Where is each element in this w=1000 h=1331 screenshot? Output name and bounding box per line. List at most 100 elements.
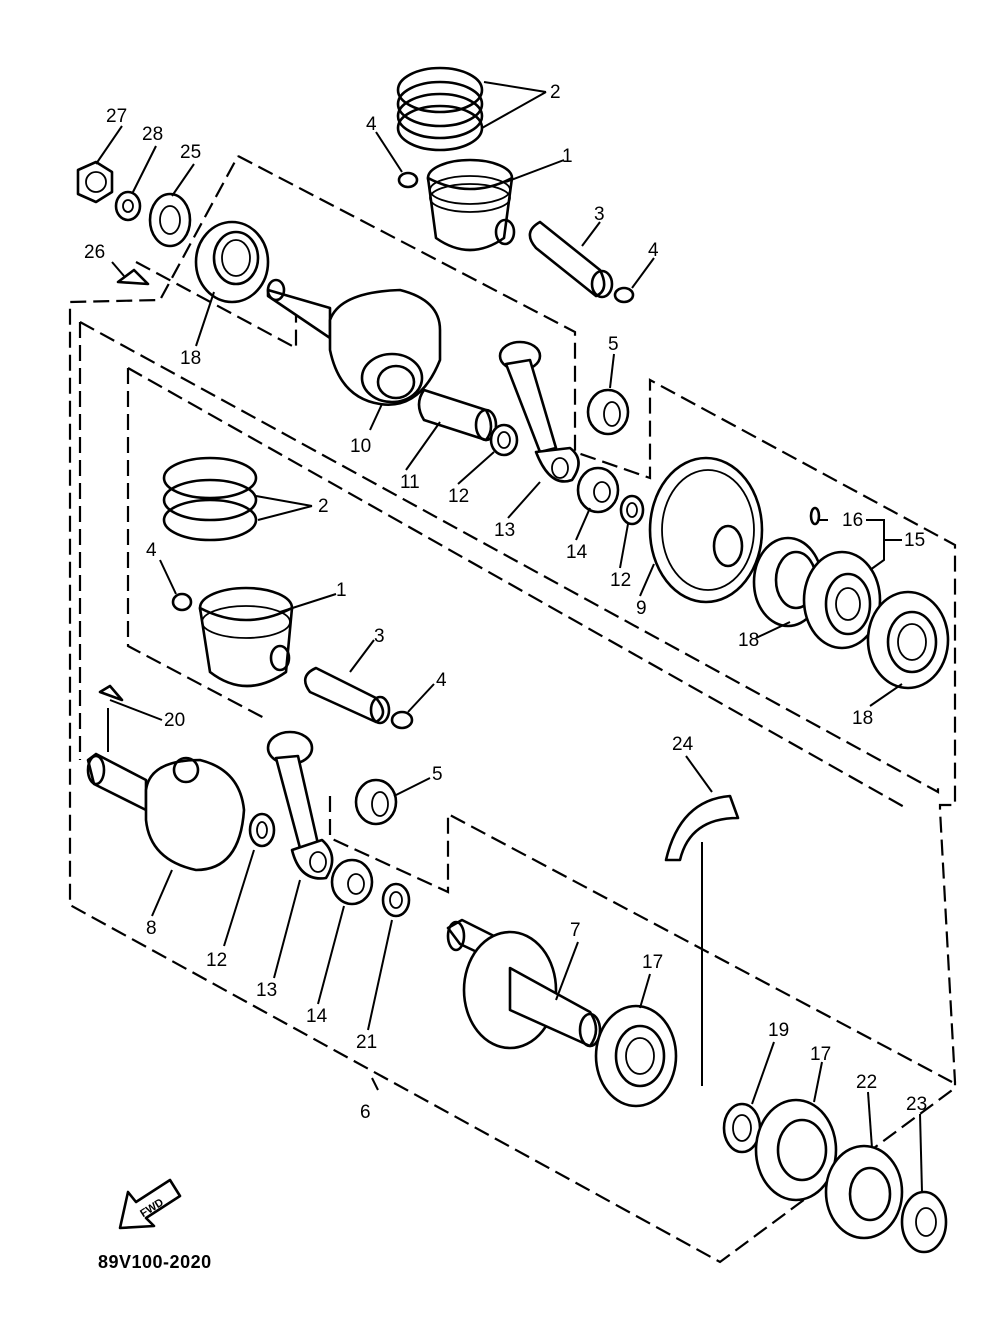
gear-25 bbox=[148, 192, 192, 248]
pin-16 bbox=[809, 506, 821, 526]
callout-3-top: 3 bbox=[594, 204, 605, 225]
drawing-code: 89V100-2020 bbox=[98, 1252, 212, 1272]
callout-12-top-left: 12 bbox=[448, 486, 469, 507]
washer-21 bbox=[381, 882, 411, 918]
callout-1-lower: 1 bbox=[336, 580, 347, 601]
callout-15: 15 bbox=[904, 530, 925, 551]
washer-12-top-left-hole bbox=[497, 431, 511, 449]
bearing-18-top bbox=[194, 220, 270, 304]
callout-8: 8 bbox=[146, 918, 157, 939]
oil-seal-19 bbox=[722, 1102, 762, 1154]
washer-12-top-right-hole bbox=[626, 502, 638, 518]
callout-3-lower: 3 bbox=[374, 626, 385, 647]
key-20 bbox=[98, 684, 124, 702]
callout-17-left: 17 bbox=[642, 952, 663, 973]
callout-18-right: 18 bbox=[852, 708, 873, 729]
washer-12-lower-hole bbox=[256, 821, 268, 839]
callout-2-lower: 2 bbox=[318, 496, 329, 517]
callout-16: 16 bbox=[842, 510, 863, 531]
piston-pin-lower bbox=[303, 666, 391, 725]
oil-pump-drive-15 bbox=[802, 550, 882, 650]
crank-wheel-10 bbox=[266, 278, 442, 406]
callout-13-top: 13 bbox=[494, 520, 515, 541]
leader-lines bbox=[95, 81, 923, 1193]
callout-labels: 27 28 25 26 18 2 4 1 3 4 5 10 11 12 13 1… bbox=[84, 82, 927, 1123]
piston-pin-top bbox=[528, 220, 614, 299]
callout-18-middle: 18 bbox=[738, 630, 759, 651]
crank-wheel-8 bbox=[86, 752, 246, 872]
callout-23: 23 bbox=[906, 1094, 927, 1115]
retainer-ring-24 bbox=[664, 794, 740, 862]
callout-9: 9 bbox=[636, 598, 647, 619]
assembly-boundary-inner-top bbox=[79, 321, 940, 794]
nut-27 bbox=[76, 160, 114, 204]
callout-18-top: 18 bbox=[180, 348, 201, 369]
circlip-lower-right bbox=[390, 710, 414, 730]
callout-5-lower: 5 bbox=[432, 764, 443, 785]
assembly-boundary-6 bbox=[68, 155, 957, 1264]
bearing-17-left bbox=[594, 1004, 678, 1108]
circlip-top-left bbox=[397, 171, 419, 189]
callout-14-lower: 14 bbox=[306, 1006, 328, 1027]
callout-25: 25 bbox=[180, 142, 201, 163]
connecting-rod-13-top bbox=[498, 340, 580, 483]
callout-4-top-left: 4 bbox=[366, 114, 377, 135]
oil-seal-19-hole bbox=[732, 1114, 752, 1142]
crank-wheel-9 bbox=[648, 456, 764, 604]
callout-14-top: 14 bbox=[566, 542, 588, 563]
callout-27: 27 bbox=[106, 106, 127, 127]
piston-rings-top bbox=[396, 66, 484, 152]
piston-rings-lower bbox=[162, 456, 258, 542]
callout-1-top: 1 bbox=[562, 146, 573, 167]
assembly-boundary-left-top bbox=[135, 261, 298, 350]
connecting-rod-13-lower bbox=[266, 730, 334, 880]
piston-top bbox=[426, 158, 516, 252]
callout-6: 6 bbox=[360, 1102, 371, 1123]
assembly-boundary-lower-crank-right bbox=[127, 367, 907, 809]
callout-17-right: 17 bbox=[810, 1044, 831, 1065]
assembly-boundary-lower-crank bbox=[126, 368, 269, 721]
callout-22: 22 bbox=[856, 1072, 877, 1093]
bearing-17-right bbox=[754, 1098, 838, 1202]
circlip-lower-left bbox=[171, 592, 193, 612]
callout-5-top: 5 bbox=[608, 334, 619, 355]
callout-12-lower: 12 bbox=[206, 950, 227, 971]
needle-bearing-5-lower bbox=[354, 778, 398, 826]
washer-28-hole bbox=[122, 199, 134, 213]
callout-28: 28 bbox=[142, 124, 163, 145]
callout-21: 21 bbox=[356, 1032, 377, 1053]
needle-bearing-14-lower bbox=[330, 858, 374, 906]
washer-12-top-left bbox=[489, 423, 519, 457]
piston-lower bbox=[198, 586, 294, 688]
oil-seal-22 bbox=[824, 1144, 904, 1240]
callout-12-top-right: 12 bbox=[610, 570, 631, 591]
callout-26: 26 bbox=[84, 242, 105, 263]
washer-12-lower bbox=[248, 812, 276, 848]
assembly-boundary-con-rod-cut bbox=[328, 796, 953, 1083]
callout-4-lower-left: 4 bbox=[146, 540, 157, 561]
washer-28 bbox=[114, 190, 142, 222]
callout-11: 11 bbox=[400, 472, 420, 493]
key-26 bbox=[116, 268, 150, 286]
washer-12-top-right bbox=[619, 494, 645, 526]
callout-24: 24 bbox=[672, 734, 694, 755]
gear-23 bbox=[900, 1190, 948, 1254]
callout-13-lower: 13 bbox=[256, 980, 277, 1001]
callout-4-lower-right: 4 bbox=[436, 670, 447, 691]
callout-10: 10 bbox=[350, 436, 371, 457]
needle-bearing-14-top bbox=[576, 466, 620, 514]
bearing-18-right bbox=[866, 590, 950, 690]
washer-21-hole bbox=[389, 891, 403, 909]
crank-wheel-7 bbox=[446, 918, 602, 1050]
callout-2-top: 2 bbox=[550, 82, 561, 103]
callout-20: 20 bbox=[164, 710, 185, 731]
callout-19: 19 bbox=[768, 1020, 789, 1041]
crank-pin-11 bbox=[417, 388, 498, 442]
needle-bearing-5-top bbox=[586, 388, 630, 436]
callout-4-top-right: 4 bbox=[648, 240, 659, 261]
circlip-top-right bbox=[613, 286, 635, 304]
forward-direction-arrow: FWD bbox=[118, 1178, 182, 1230]
callout-7: 7 bbox=[570, 920, 581, 941]
